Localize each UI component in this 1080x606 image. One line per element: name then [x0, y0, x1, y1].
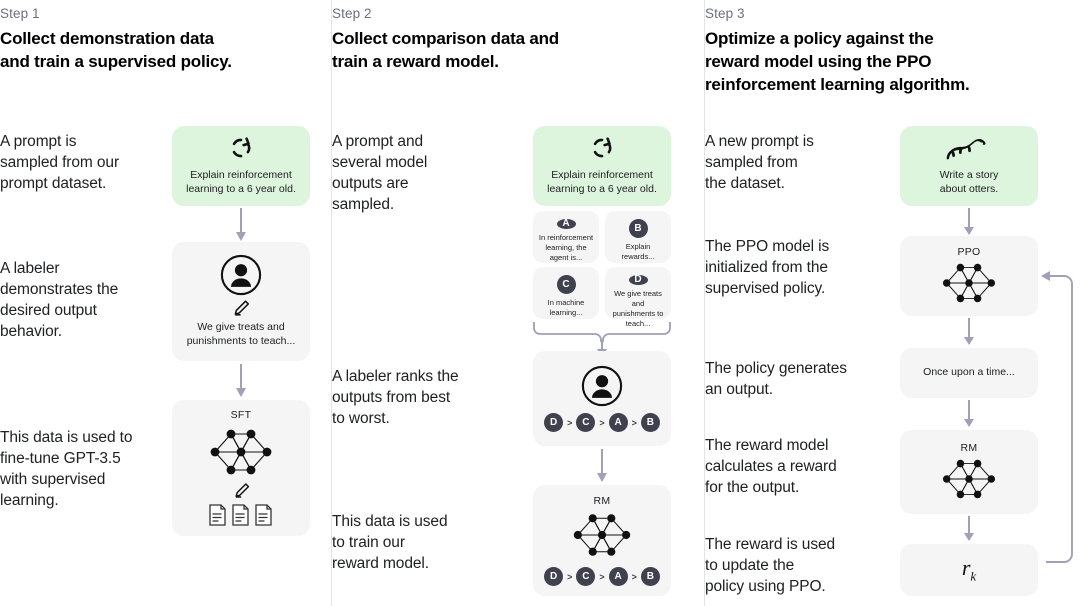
step-3-desc-4: The reward model calculates a reward for… [705, 437, 837, 497]
step-2-output-c[interactable]: C In machine learning... [533, 267, 599, 319]
step-2-output-b[interactable]: B Explain rewards... [605, 211, 671, 263]
step-2-rm-label: RM [593, 495, 611, 507]
step-1-desc-1: A prompt is sampled from our prompt data… [0, 133, 120, 193]
step-3-arrow-4 [962, 516, 976, 542]
step-2-output-c-text: In machine learning... [547, 298, 585, 318]
step-1-prompt-text: Explain reinforcement learning to a 6 ye… [186, 169, 296, 195]
step-3-ppo-label: PPO [957, 245, 981, 258]
rank-sep-3: > [631, 417, 637, 428]
rm-rank-badge-4: B [640, 567, 660, 586]
step-1-sft-label: SFT [230, 409, 252, 421]
step-3-rm-card[interactable]: RM [900, 430, 1038, 514]
neural-network-icon [203, 424, 279, 480]
rm-rank-sep-1: > [567, 571, 573, 582]
step-1-column: Step 1 Collect demonstration data and tr… [0, 0, 331, 606]
rm-rank-badge-2: C [576, 567, 596, 586]
step-2-label: Step 2 [332, 6, 372, 21]
step-3-output-text: Once upon a time... [923, 366, 1015, 379]
rank-badge-2: C [576, 413, 596, 432]
step-2-output-b-text: Explain rewards... [621, 242, 655, 262]
column-divider-2 [704, 0, 705, 606]
step-2-arrow-2 [595, 449, 609, 483]
step-1-sft-card[interactable]: SFT [172, 400, 310, 536]
step-2-desc-2: A labeler ranks the outputs from best to… [332, 368, 459, 428]
step-3-reward-card[interactable]: rk [900, 544, 1038, 596]
step-3-desc-5: The reward is used to update the policy … [705, 536, 836, 596]
step-1-arrow-1 [234, 208, 248, 242]
step-1-desc-3: This data is used to fine-tune GPT-3.5 w… [0, 429, 133, 510]
step-2-rm-ranking-row: D > C > A > B [544, 567, 660, 586]
neural-network-icon [935, 455, 1003, 503]
step-2-output-a[interactable]: A In reinforcement learning, the agent i… [533, 211, 599, 263]
step-3-reward-value: rk [961, 555, 977, 584]
step-3-title: Optimize a policy against the reward mod… [705, 29, 970, 95]
neural-network-icon [564, 509, 640, 561]
step-3-rm-label: RM [960, 441, 978, 454]
step-2-output-d[interactable]: D We give treats and punishments to teac… [605, 267, 671, 328]
reward-feedback-arrow [1036, 262, 1080, 574]
step-1-desc-2: A labeler demonstrates the desired outpu… [0, 260, 119, 341]
step-3-desc-2: The PPO model is initialized from the su… [705, 238, 830, 298]
step-2-output-a-text: In reinforcement learning, the agent is.… [538, 233, 594, 263]
step-3-desc-1: A new prompt is sampled from the dataset… [705, 133, 814, 193]
pencil-icon [231, 298, 251, 318]
step-3-output-card[interactable]: Once upon a time... [900, 348, 1038, 398]
step-3-desc-3: The policy generates an output. [705, 360, 847, 399]
step-1-prompt-card[interactable]: Explain reinforcement learning to a 6 ye… [172, 126, 310, 206]
step-1-label: Step 1 [0, 6, 40, 21]
step-1-arrow-2 [234, 364, 248, 398]
column-divider-1 [331, 0, 332, 606]
badge-a: A [556, 219, 576, 229]
step-3-label: Step 3 [705, 6, 745, 21]
step-1-labeler-text: We give treats and punishments to teach.… [186, 321, 296, 347]
refresh-cycle-icon [589, 135, 615, 161]
step-3-arrow-1 [962, 208, 976, 236]
rank-sep-2: > [599, 417, 605, 428]
step-3-prompt-text: Write a story about otters. [939, 168, 999, 195]
step-2-desc-3: This data is used to train our reward mo… [332, 513, 448, 573]
badge-d: D [628, 275, 648, 285]
refresh-cycle-icon [228, 135, 254, 161]
labeler-person-icon [220, 254, 262, 296]
step-3-column: Step 3 Optimize a policy against the rew… [705, 0, 1080, 606]
step-2-output-d-text: We give treats and punishments to teach.… [612, 289, 664, 329]
rank-badge-4: B [640, 413, 660, 432]
step-2-title: Collect comparison data and train a rewa… [332, 29, 559, 72]
step-1-labeler-card[interactable]: We give treats and punishments to teach.… [172, 242, 310, 361]
pencil-icon [232, 481, 251, 500]
step-3-arrow-3 [962, 400, 976, 428]
step-1-title: Collect demonstration data and train a s… [0, 29, 232, 72]
step-2-column: Step 2 Collect comparison data and train… [332, 0, 704, 606]
otter-icon [943, 136, 995, 162]
documents-icon [208, 503, 274, 527]
step-2-ranking-row: D > C > A > B [544, 413, 660, 432]
step-2-desc-1: A prompt and several model outputs are s… [332, 133, 428, 214]
labeler-person-icon [581, 365, 623, 407]
rank-badge-1: D [544, 413, 564, 432]
rm-rank-badge-3: A [608, 567, 628, 586]
neural-network-icon [935, 259, 1003, 307]
step-3-arrow-2 [962, 318, 976, 346]
step-2-ranking-card[interactable]: D > C > A > B [533, 351, 671, 446]
rm-rank-sep-3: > [631, 571, 637, 582]
rank-sep-1: > [567, 417, 573, 428]
step-3-ppo-card[interactable]: PPO [900, 236, 1038, 316]
step-2-rm-card[interactable]: RM [533, 485, 671, 596]
step-2-prompt-card[interactable]: Explain reinforcement learning to a 6 ye… [533, 126, 671, 206]
rm-rank-sep-2: > [599, 571, 605, 582]
step-3-prompt-card[interactable]: Write a story about otters. [900, 126, 1038, 206]
rm-rank-badge-1: D [544, 567, 564, 586]
badge-c: C [556, 275, 576, 294]
rank-badge-3: A [608, 413, 628, 432]
step-2-prompt-text: Explain reinforcement learning to a 6 ye… [547, 169, 657, 195]
badge-b: B [628, 219, 648, 238]
